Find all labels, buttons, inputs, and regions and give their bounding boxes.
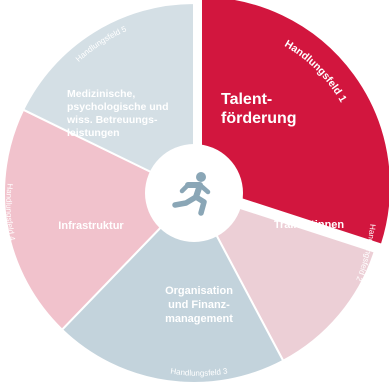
segment-talent bbox=[200, 0, 389, 246]
center-hub bbox=[145, 144, 243, 242]
segment-organisation-title: Organisation und Finanz- management bbox=[165, 285, 233, 325]
segment-medizin-title: Medizinische, psychologische und wiss. B… bbox=[66, 88, 169, 139]
segment-medizin-title-line-2: psychologische und bbox=[67, 101, 169, 113]
segment-medizin-title-line-4: leistungen bbox=[67, 127, 120, 139]
segment-organisation-title-line-1: Organisation bbox=[165, 285, 233, 297]
segment-trainer-title-line-1: Trainer*innen bbox=[274, 219, 345, 231]
segment-infrastruktur bbox=[3, 108, 196, 332]
segment-talent-title-line-2: förderung bbox=[221, 110, 297, 127]
segment-talent-title-line-1: Talent- bbox=[221, 91, 272, 108]
segments-layer bbox=[3, 0, 389, 384]
segment-medizin bbox=[21, 1, 195, 195]
segment-talent-title: Talent- förderung bbox=[221, 91, 297, 127]
segment-organisation bbox=[60, 191, 285, 384]
segment-organisation-title-line-3: management bbox=[165, 313, 233, 325]
running-athlete-icon bbox=[172, 172, 211, 216]
segment-organisation-field-label: Handlungsfeld 3 bbox=[170, 366, 229, 377]
segment-trainer-title: Trainer*innen bbox=[274, 219, 345, 231]
segment-medizin-title-line-3: wiss. Betreuungs- bbox=[66, 114, 158, 126]
segment-infrastruktur-title: Infrastruktur bbox=[58, 220, 124, 232]
segment-medizin-title-line-1: Medizinische, bbox=[67, 88, 135, 100]
segment-infrastruktur-title-line-1: Infrastruktur bbox=[58, 220, 124, 232]
segment-trainer bbox=[191, 191, 376, 363]
segment-organisation-title-line-2: und Finanz- bbox=[168, 299, 230, 311]
